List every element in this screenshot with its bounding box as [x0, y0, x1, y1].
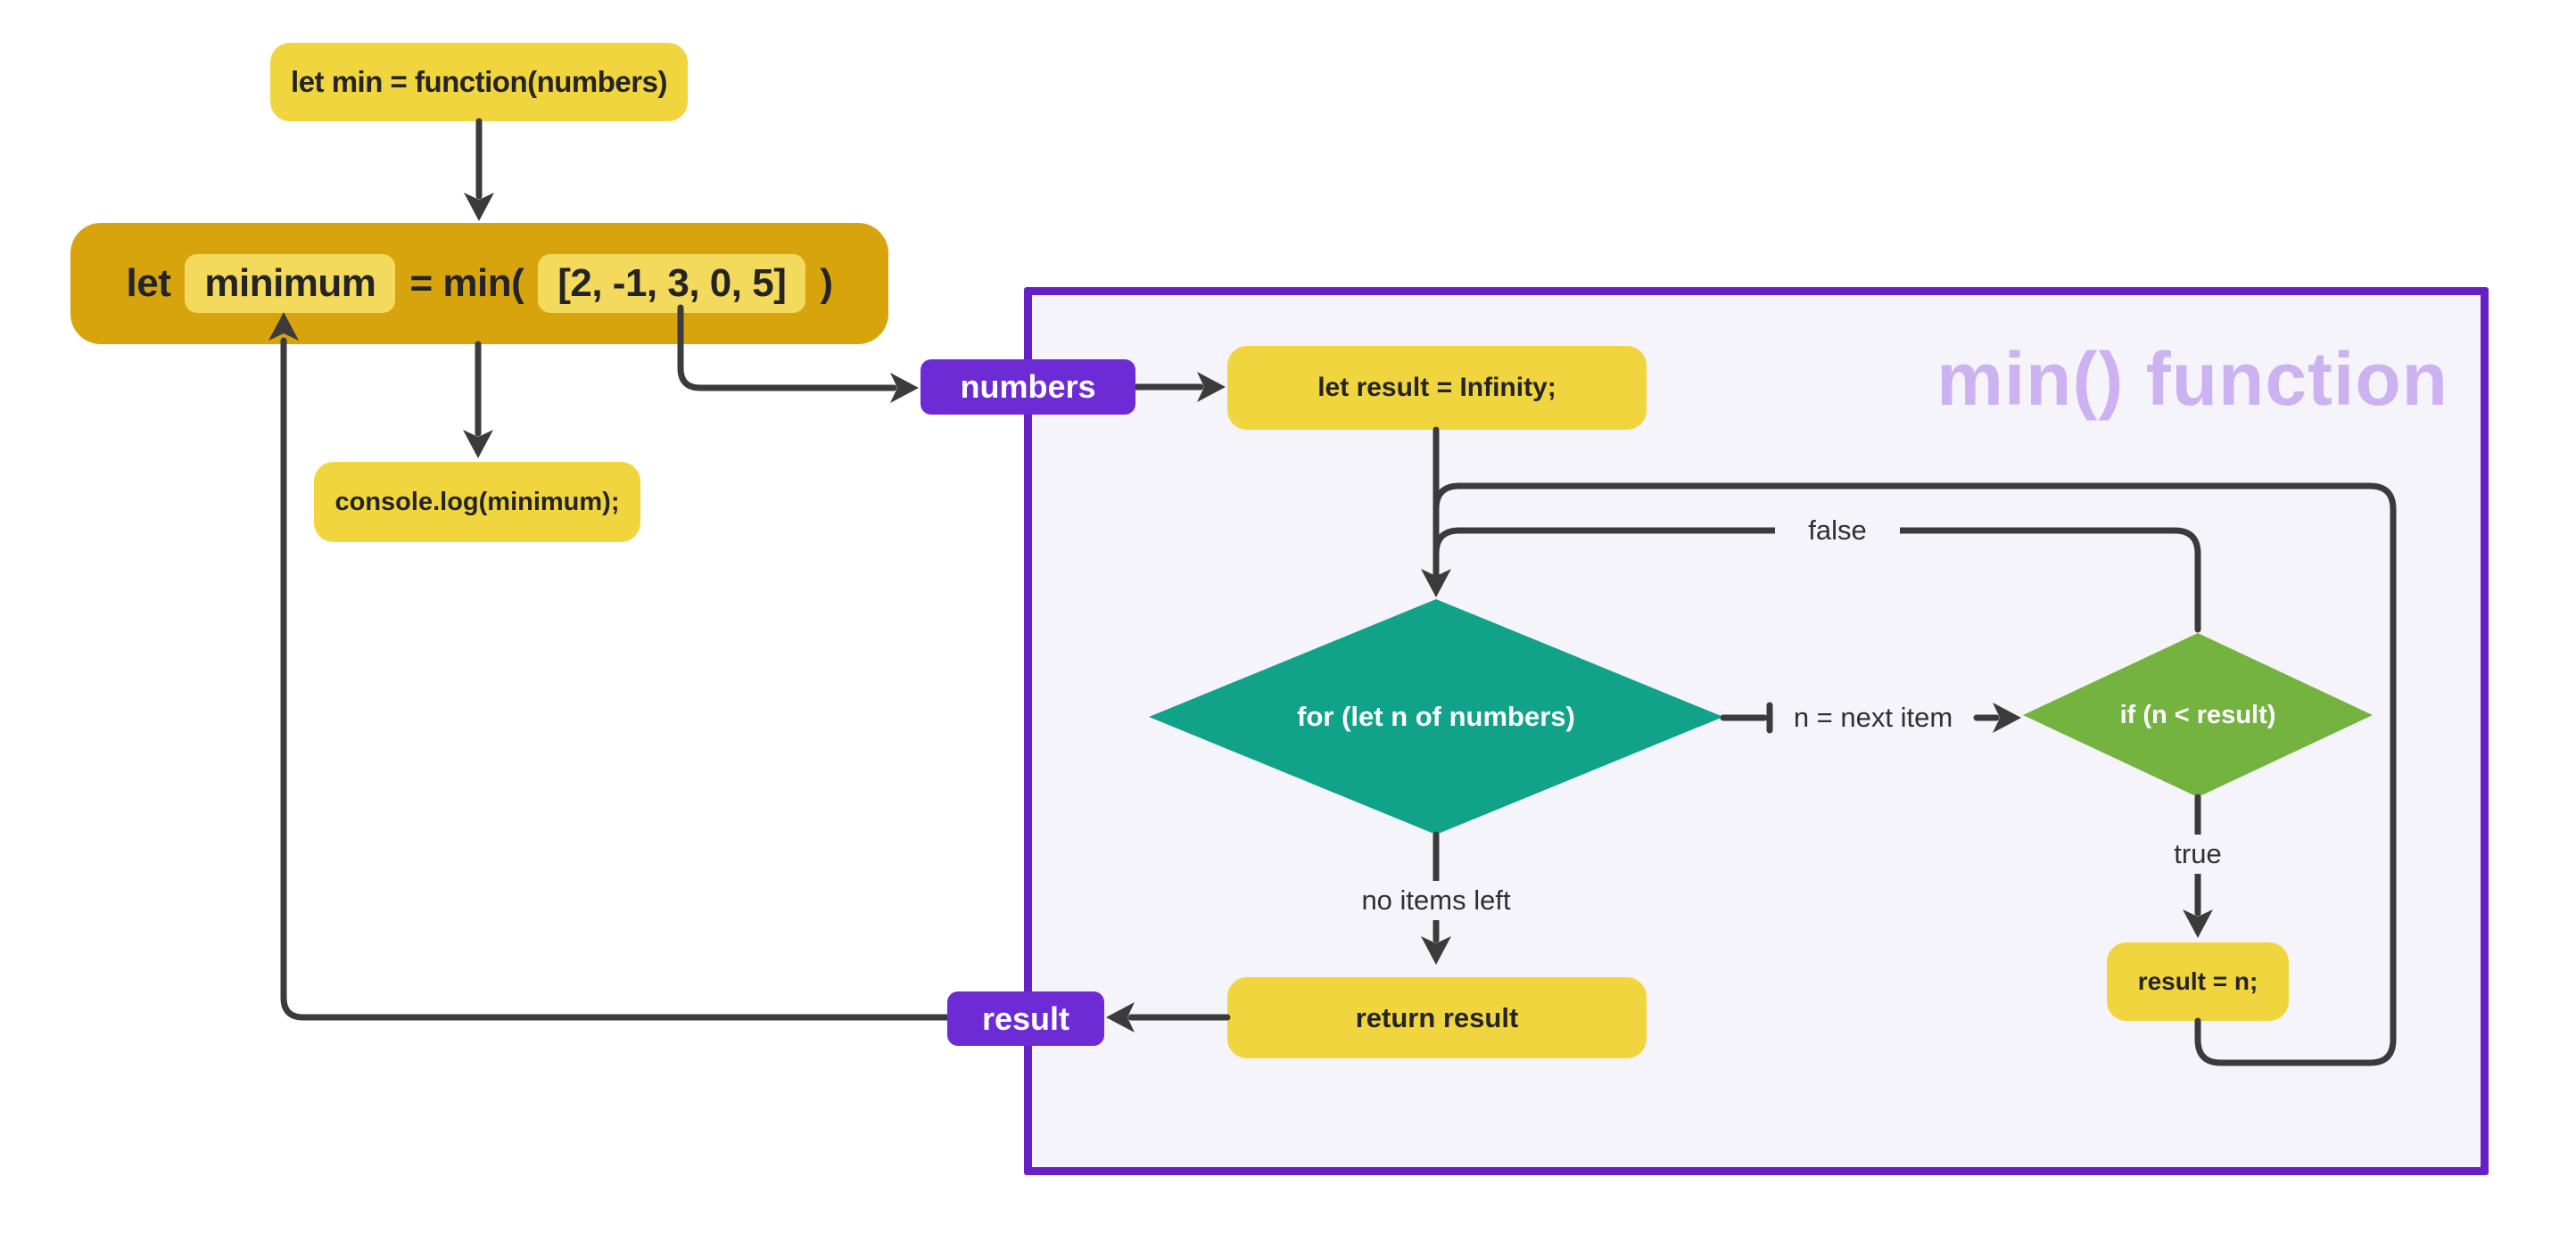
console-log-box: console.log(minimum);: [314, 462, 640, 542]
panel-title: min() function: [1936, 337, 2448, 421]
return-result-box: return result: [1227, 977, 1647, 1058]
console-log-label: console.log(minimum);: [334, 487, 620, 516]
result-return-badge: result: [947, 991, 1104, 1046]
for-loop-label: for (let n of numbers): [1297, 701, 1575, 732]
return-result-label: return result: [1355, 1001, 1519, 1033]
variable-pill: minimum: [185, 254, 396, 313]
edge-result-to-minimum: [280, 337, 951, 1021]
edge-label-no-items-left: no items left: [1341, 881, 1532, 920]
call-suffix: ): [820, 261, 833, 305]
edge-label-false: false: [1775, 511, 1900, 550]
call-prefix: let: [126, 261, 171, 305]
function-definition-label: let min = function(numbers): [291, 65, 667, 98]
init-result-label: let result = Infinity;: [1317, 373, 1556, 402]
edge-label-n-next-item: n = next item: [1793, 702, 1953, 733]
result-badge-label: result: [981, 1000, 1070, 1037]
if-condition-label: if (n < result): [2119, 701, 2276, 729]
numbers-parameter-badge: numbers: [921, 359, 1135, 415]
call-expression-box: let minimum = min( [2, -1, 3, 0, 5] ): [70, 223, 888, 344]
call-operator: = min(: [409, 261, 524, 305]
assign-result-label: result = n;: [2137, 967, 2258, 995]
edge-label-true: true: [2153, 835, 2242, 874]
arrowhead-definition-to-call: [464, 193, 494, 221]
argument-array-pill: [2, -1, 3, 0, 5]: [538, 254, 806, 313]
function-definition-box: let min = function(numbers): [270, 43, 688, 121]
assign-result-box: result = n;: [2107, 942, 2289, 1021]
arrowhead-call-to-log: [463, 430, 493, 458]
numbers-badge-label: numbers: [960, 368, 1096, 405]
arrowhead-array-to-numbers: [890, 373, 919, 403]
init-result-box: let result = Infinity;: [1227, 346, 1647, 430]
